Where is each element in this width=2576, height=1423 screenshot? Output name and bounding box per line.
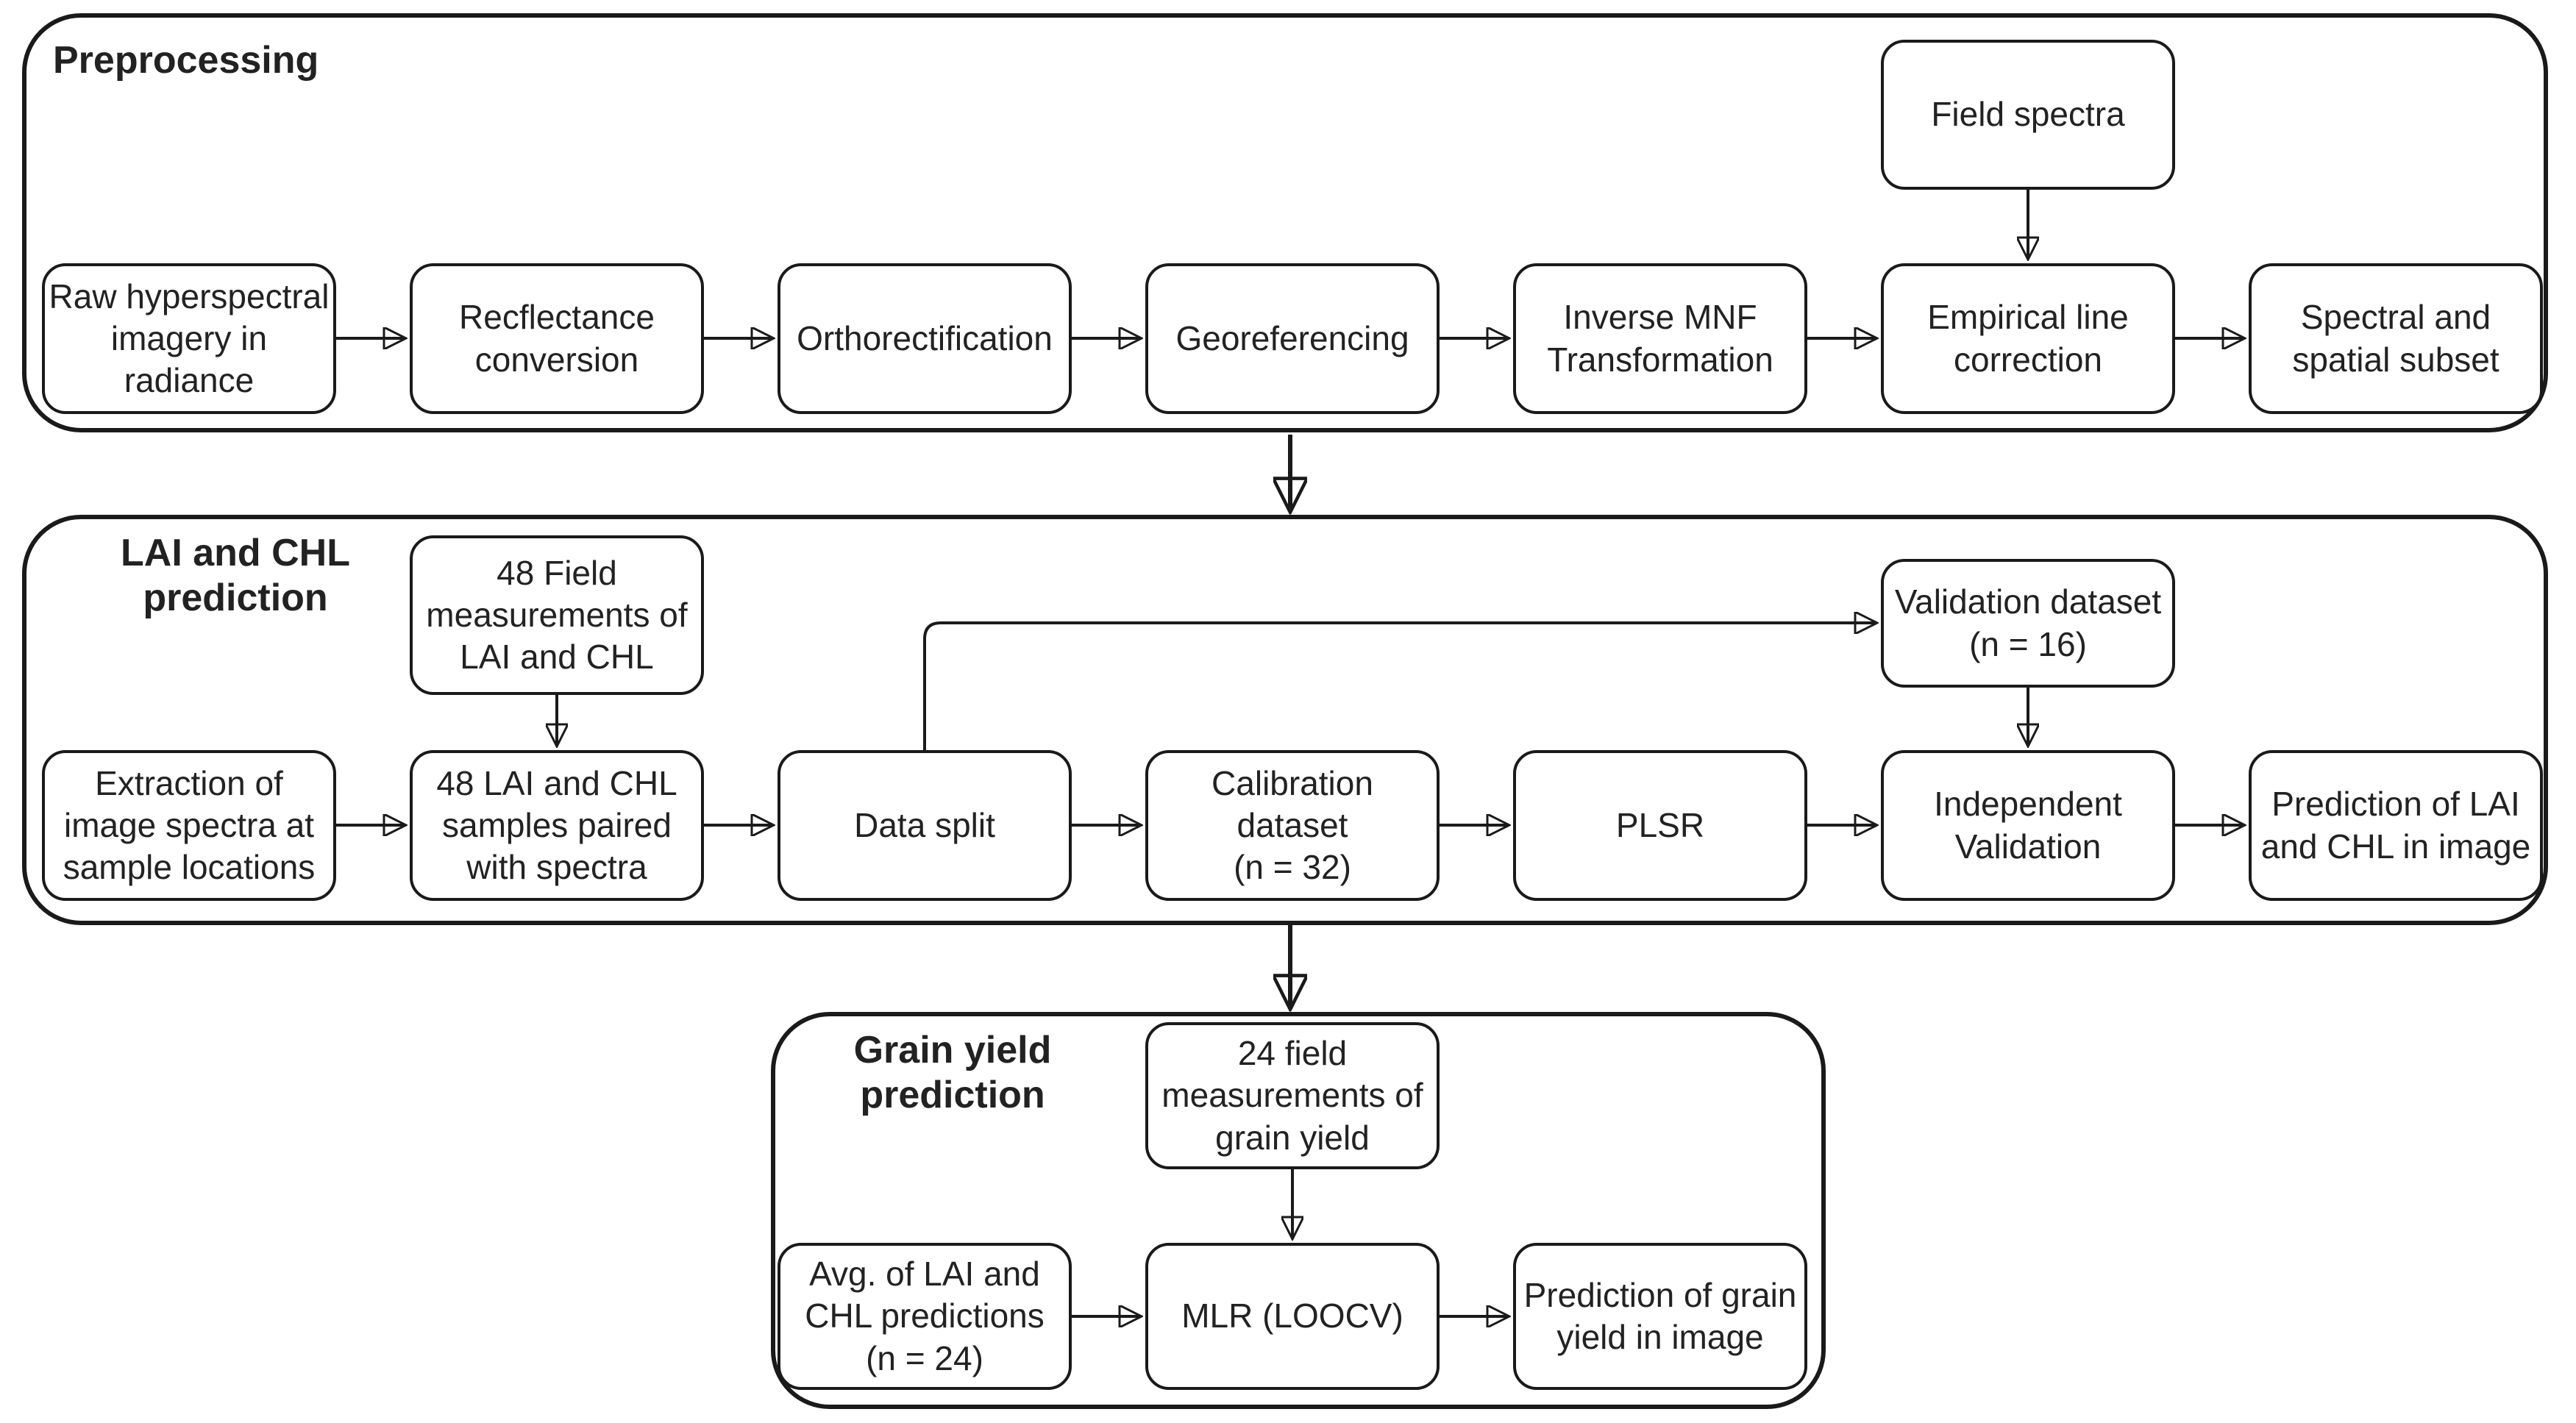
- node-label: Extraction of image spectra at sample lo…: [63, 763, 316, 887]
- node-mlr-loocv: MLR (LOOCV): [1145, 1243, 1440, 1390]
- node-spectral-spatial-subset: Spectral and spatial subset: [2249, 263, 2543, 414]
- node-label: Avg. of LAI and CHL predictions (n = 24): [805, 1255, 1045, 1377]
- node-field-spectra: Field spectra: [1881, 40, 2175, 190]
- node-label: Georeferencing: [1175, 318, 1409, 357]
- node-prediction-lai-chl: Prediction of LAI and CHL in image: [2249, 750, 2543, 901]
- node-reflectance-conversion: Recflectance conversion: [410, 263, 704, 414]
- preprocessing-title: Preprocessing: [53, 39, 319, 82]
- node-label: Data split: [854, 805, 995, 844]
- node-validation-dataset: Validation dataset (n = 16): [1881, 559, 2175, 688]
- node-extraction-image-spectra: Extraction of image spectra at sample lo…: [42, 750, 336, 901]
- node-label: Empirical line correction: [1927, 298, 2129, 379]
- node-label: Validation dataset (n = 16): [1894, 582, 2162, 663]
- grain-yield-prediction-title: Grain yield prediction: [853, 1029, 1052, 1117]
- node-label: Independent Validation: [1934, 785, 2122, 866]
- node-plsr: PLSR: [1513, 750, 1807, 901]
- grain-yield-prediction-section: [771, 1012, 1826, 1409]
- node-inverse-mnf: Inverse MNF Transformation: [1513, 263, 1807, 414]
- node-label: 24 field measurements of grain yield: [1161, 1034, 1423, 1157]
- node-label: Recflectance conversion: [459, 298, 655, 379]
- node-label: Prediction of grain yield in image: [1523, 1275, 1797, 1356]
- node-label: Spectral and spatial subset: [2292, 298, 2499, 379]
- node-calibration-dataset: Calibration dataset (n = 32): [1145, 750, 1440, 901]
- node-georeferencing: Georeferencing: [1145, 263, 1440, 414]
- node-label: PLSR: [1615, 805, 1705, 844]
- node-prediction-grain-yield: Prediction of grain yield in image: [1513, 1243, 1807, 1390]
- node-48-field-measurements: 48 Field measurements of LAI and CHL: [410, 535, 704, 695]
- node-label: Inverse MNF Transformation: [1547, 298, 1773, 379]
- node-empirical-line-correction: Empirical line correction: [1881, 263, 2175, 414]
- node-24-field-measurements: 24 field measurements of grain yield: [1145, 1022, 1440, 1169]
- node-raw-hyperspectral: Raw hyperspectral imagery in radiance: [42, 263, 336, 414]
- preprocessing-section: [22, 13, 2548, 432]
- node-label: 48 Field measurements of LAI and CHL: [426, 553, 688, 677]
- node-data-split: Data split: [778, 750, 1072, 901]
- node-independent-validation: Independent Validation: [1881, 750, 2175, 901]
- node-label: Prediction of LAI and CHL in image: [2260, 785, 2531, 866]
- node-avg-lai-chl-predictions: Avg. of LAI and CHL predictions (n = 24): [778, 1243, 1072, 1390]
- node-48-samples-paired: 48 LAI and CHL samples paired with spect…: [410, 750, 704, 901]
- node-label: 48 LAI and CHL samples paired with spect…: [436, 763, 677, 887]
- node-label: Calibration dataset (n = 32): [1211, 763, 1373, 887]
- node-label: Field spectra: [1931, 95, 2125, 134]
- node-label: MLR (LOOCV): [1181, 1297, 1403, 1335]
- node-label: Orthorectification: [797, 318, 1053, 357]
- node-label: Raw hyperspectral imagery in radiance: [49, 277, 330, 400]
- lai-chl-prediction-title: LAI and CHL prediction: [121, 532, 350, 620]
- node-orthorectification: Orthorectification: [778, 263, 1072, 414]
- lai-chl-prediction-section: [22, 515, 2548, 925]
